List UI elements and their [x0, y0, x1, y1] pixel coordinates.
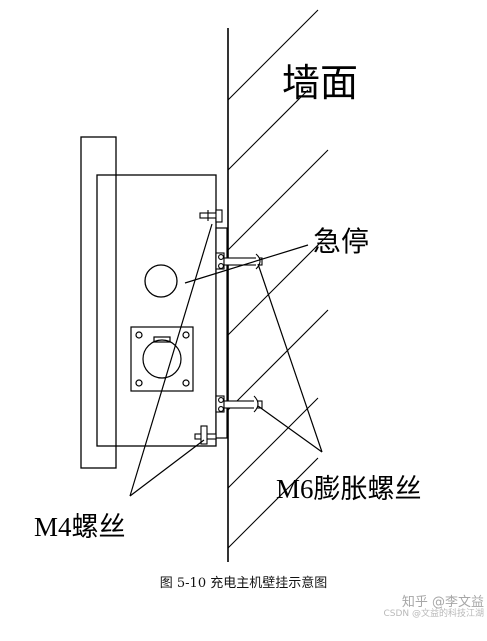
- m4-screw-bottom: [194, 425, 217, 445]
- figure-caption: 图 5-10 充电主机壁挂示意图: [159, 576, 328, 591]
- m4-screw-top: [199, 209, 223, 223]
- mounting-bracket: [215, 227, 228, 439]
- charging-socket: [130, 326, 194, 392]
- leader-lines: [129, 223, 323, 497]
- watermark-csdn: CSDN @文益的科技江湖: [383, 609, 484, 620]
- label-wall: 墙面: [282, 61, 358, 105]
- label-emergency-stop: 急停: [313, 225, 369, 258]
- label-m6-expansion-screw: M6膨胀螺丝: [276, 474, 422, 504]
- label-m4-screw: M4螺丝: [34, 512, 126, 542]
- watermark-zhihu: 知乎 @李文益: [401, 595, 484, 610]
- cabinet-front-panel: [80, 136, 117, 469]
- m6-expansion-bolt-lower: [215, 395, 263, 413]
- watermark: 知乎 @李文益 CSDN @文益的科技江湖: [372, 595, 484, 620]
- wall-hatching: [228, 9, 329, 549]
- emergency-stop-button: [144, 264, 178, 298]
